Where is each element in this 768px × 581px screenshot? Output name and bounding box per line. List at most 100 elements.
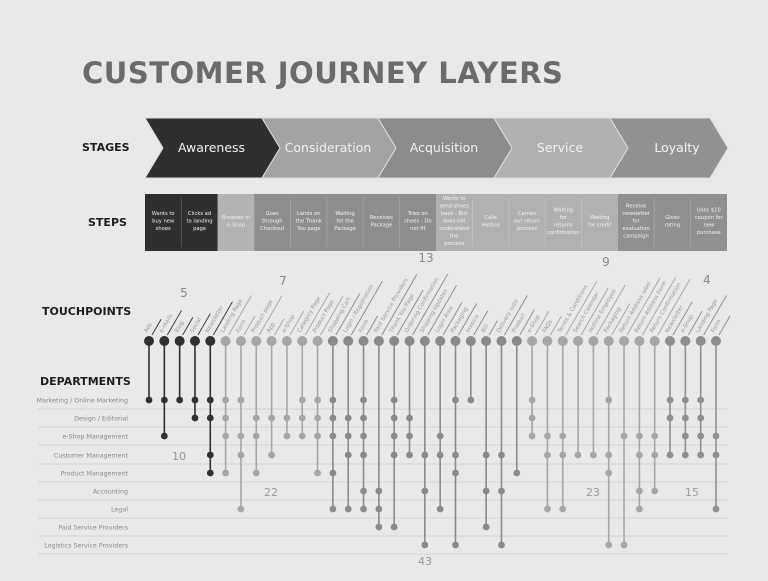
- department-dot: [283, 432, 291, 440]
- department-dot: [237, 451, 245, 459]
- department-dot: [268, 414, 275, 422]
- touchpoint-leader-line: [718, 315, 731, 336]
- touchpoint-leader-line: [687, 310, 703, 336]
- touchpoint-dot: [174, 336, 185, 346]
- department-dot: [360, 487, 367, 495]
- department-dot: [528, 396, 536, 404]
- touchpoint-leader-line: [504, 295, 528, 336]
- department-dot: [206, 414, 214, 422]
- department-count: 10: [172, 450, 186, 463]
- department-dot: [222, 469, 230, 477]
- touchpoint-dot: [297, 336, 308, 346]
- touchpoint-leader-line: [366, 315, 378, 336]
- department-dot: [436, 505, 444, 513]
- touchpoint-dot: [665, 336, 676, 346]
- department-label: Product Management: [61, 471, 129, 478]
- touchpoint-leader-line: [550, 315, 562, 336]
- stage-label: Service: [537, 140, 584, 155]
- touchpoint-dot: [649, 336, 660, 346]
- department-dot: [436, 432, 444, 440]
- touchpoint-leader-line: [427, 285, 457, 336]
- touchpoint-label: e-Shop: [680, 314, 695, 334]
- department-dot: [574, 451, 582, 459]
- department-dot: [513, 469, 521, 477]
- touchpoint-leader-line: [151, 319, 162, 336]
- department-dot: [390, 451, 398, 459]
- touchpoint-label: e-Shop: [527, 314, 542, 334]
- department-dot: [544, 505, 551, 513]
- touchpoint-dot: [327, 336, 338, 346]
- department-dot: [206, 451, 214, 459]
- touchpoint-dot: [465, 336, 476, 346]
- touchpoint-leader-line: [565, 281, 598, 336]
- touchpoint-dot: [144, 336, 154, 346]
- department-dot: [314, 469, 321, 477]
- departments-row-label: DEPARTMENTS: [40, 375, 131, 388]
- department-dot: [681, 451, 689, 459]
- touchpoint-leader-line: [243, 315, 256, 336]
- department-dot: [360, 414, 367, 422]
- department-dot: [712, 505, 720, 513]
- touchpoint-dot: [419, 336, 430, 346]
- department-dot: [344, 432, 352, 440]
- touchpoint-leader-line: [672, 301, 693, 336]
- department-label: Design / Editorial: [74, 416, 128, 423]
- department-dot: [666, 396, 674, 404]
- department-dot: [697, 396, 705, 404]
- department-dot: [375, 523, 383, 531]
- department-dot: [712, 432, 720, 440]
- steps-group-service: [436, 194, 618, 251]
- department-count: 43: [418, 555, 432, 568]
- touchpoint-dot: [527, 336, 538, 346]
- department-dot: [559, 505, 567, 513]
- department-label: Accounting: [93, 489, 128, 496]
- touchpoint-dot: [573, 336, 584, 346]
- touchpoint-dot: [251, 336, 262, 346]
- touchpoint-leader-line: [320, 296, 344, 336]
- department-dot: [329, 414, 337, 422]
- department-dot: [482, 523, 490, 531]
- stage-label: Acquisition: [410, 140, 478, 155]
- department-dot: [375, 487, 383, 495]
- department-dot: [160, 396, 168, 404]
- touchpoint-leader-line: [641, 277, 677, 336]
- department-dot: [406, 432, 413, 440]
- department-dot: [298, 414, 306, 422]
- department-dot: [344, 451, 352, 459]
- department-dot: [406, 414, 413, 422]
- department-dot: [145, 396, 153, 404]
- steps-group-consideration: [217, 194, 255, 251]
- department-dot: [697, 414, 705, 422]
- department-dot: [314, 432, 321, 440]
- touchpoint-leader-line: [381, 274, 418, 336]
- department-dot: [390, 414, 398, 422]
- department-dot: [712, 451, 720, 459]
- touchpoint-dot: [358, 336, 369, 346]
- touchpoint-leader-line: [350, 280, 383, 336]
- touchpoint-label: e-Shop: [281, 314, 296, 334]
- department-dot: [605, 469, 613, 477]
- department-dot: [390, 396, 398, 404]
- touchpoint-leader-line: [442, 302, 463, 336]
- department-dot: [390, 432, 398, 440]
- touchpoint-dot: [205, 336, 216, 346]
- department-dot: [666, 451, 674, 459]
- touchpoint-leader-line: [580, 287, 609, 336]
- touchpoint-label: Bill: [481, 323, 491, 334]
- department-dot: [482, 487, 490, 495]
- department-dot: [697, 432, 705, 440]
- touchpoint-leader-line: [274, 318, 285, 336]
- stages-row-label: STAGES: [82, 141, 130, 154]
- department-dot: [375, 505, 383, 513]
- touchpoint-label: e-mails: [159, 313, 174, 334]
- department-dot: [651, 451, 659, 459]
- touchpoint-leader-line: [657, 278, 691, 336]
- touchpoint-count: 5: [180, 286, 188, 300]
- touchpoint-dot: [404, 336, 415, 346]
